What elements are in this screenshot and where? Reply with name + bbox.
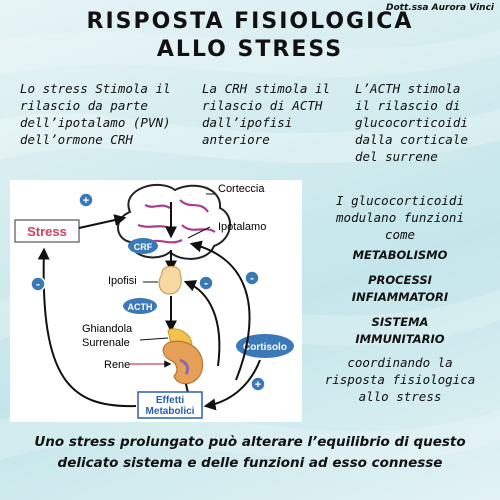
effetti-to-stress-loop (37, 247, 137, 408)
cortisolo-badge (236, 334, 294, 358)
column-2-line: La CRH stimola il (202, 81, 330, 96)
effetti-line-2: Metabolici (146, 406, 195, 417)
column-1-line: rilascio da parte (20, 98, 148, 113)
hpa-axis-diagram: Corteccia Ipotalamo Stress + CRF Ipofisi… (10, 180, 302, 422)
column-3: L’ACTH stimola il rilascio di glucocorti… (355, 80, 495, 165)
page-title: RISPOSTA FISIOLOGICA ALLO STRESS (0, 8, 500, 64)
footer-note: Uno stress prolungato può alterare l’equ… (0, 432, 500, 474)
outro-line: risposta fisiologica (324, 372, 476, 387)
column-3-line: del surrene (355, 149, 438, 164)
function-processi: PROCESSI (368, 273, 432, 287)
hpa-axis-svg: Corteccia Ipotalamo Stress + CRF Ipofisi… (14, 183, 294, 419)
minus-badge-pituitary (198, 275, 214, 291)
column-1-line: dell’ormone CRH (20, 132, 133, 147)
minus-sign-left: - (36, 277, 40, 291)
function-infiammatori: INFIAMMATORI (351, 290, 449, 304)
column-1: Lo stress Stimola il rilascio da parte d… (20, 80, 185, 148)
crf-badge (128, 238, 158, 254)
glucocorticoid-functions: I glucocorticoidi modulano funzioni come… (305, 192, 495, 405)
stress-label: Stress (27, 224, 67, 239)
label-ghiandola-2: Surrenale (82, 337, 130, 349)
column-3-line: L’ACTH stimola (355, 81, 461, 96)
outro-line: allo stress (358, 389, 442, 404)
crf-label: CRF (134, 242, 153, 252)
function-sistema: SISTEMA (371, 315, 429, 329)
label-ipotalamo: Ipotalamo (218, 221, 266, 233)
plus-badge-effetti (250, 376, 266, 392)
intro-line: come (384, 227, 416, 242)
title-line-2: ALLO STRESS (156, 37, 344, 62)
label-corteccia: Corteccia (218, 183, 265, 195)
column-3-line: dalla corticale (355, 132, 468, 147)
feedback-to-pituitary (183, 280, 221, 367)
footer-line-2: delicato sistema e delle funzioni ad ess… (57, 455, 443, 471)
footer-line-1: Uno stress prolungato può alterare l’equ… (34, 434, 466, 450)
minus-badge-hypothalamus (244, 270, 260, 286)
column-3-line: il rilascio di (355, 98, 461, 113)
feedback-to-hypothalamus (189, 240, 251, 381)
column-2-line: anteriore (202, 132, 270, 147)
column-2: La CRH stimola il rilascio di ACTH dall’… (202, 80, 342, 148)
label-rene: Rene (104, 359, 130, 371)
effetti-line-1: Effetti (156, 395, 185, 406)
label-ghiandola-1: Ghiandola (82, 323, 133, 335)
stress-to-brain-arrow (78, 214, 127, 229)
effetti-box (137, 391, 203, 419)
function-metabolismo: METABOLISMO (352, 248, 448, 262)
column-1-line: Lo stress Stimola il (20, 81, 171, 96)
intro-line: I glucocorticoidi (336, 193, 464, 208)
author-credit: Dott.ssa Aurora Vinci (386, 3, 494, 13)
ipotalamo-pointer (187, 226, 211, 239)
adrenal-kidney-icon (162, 328, 204, 385)
cortisolo-to-effetti-arrow (203, 359, 261, 411)
column-1-line: dell’ipotalamo (PVN) (20, 115, 171, 130)
stress-box (14, 219, 80, 243)
cortisolo-label: Cortisolo (243, 342, 287, 353)
function-immunitario: IMMUNITARIO (355, 332, 445, 346)
column-3-line: glucocorticoidi (355, 115, 468, 130)
plus-badge-stress (78, 192, 94, 208)
minus-sign-pituitary: - (204, 276, 208, 290)
label-ipofisi: Ipofisi (108, 275, 137, 287)
plus-sign-stress: + (83, 195, 89, 207)
intro-line: modulano funzioni (336, 210, 464, 225)
plus-sign-effetti: + (255, 379, 261, 391)
ghiandola-pointer (139, 337, 169, 341)
title-line-1: RISPOSTA FISIOLOGICA (86, 9, 414, 34)
acth-label: ACTH (128, 302, 153, 312)
outro-line: coordinando la (347, 355, 453, 370)
column-2-line: rilascio di ACTH (202, 98, 323, 113)
acth-badge (123, 298, 157, 314)
pituitary-icon (158, 265, 182, 295)
minus-badge-left (30, 276, 46, 292)
column-2-line: dall’ipofisi (202, 115, 293, 130)
minus-sign-hypothalamus: - (250, 271, 254, 285)
